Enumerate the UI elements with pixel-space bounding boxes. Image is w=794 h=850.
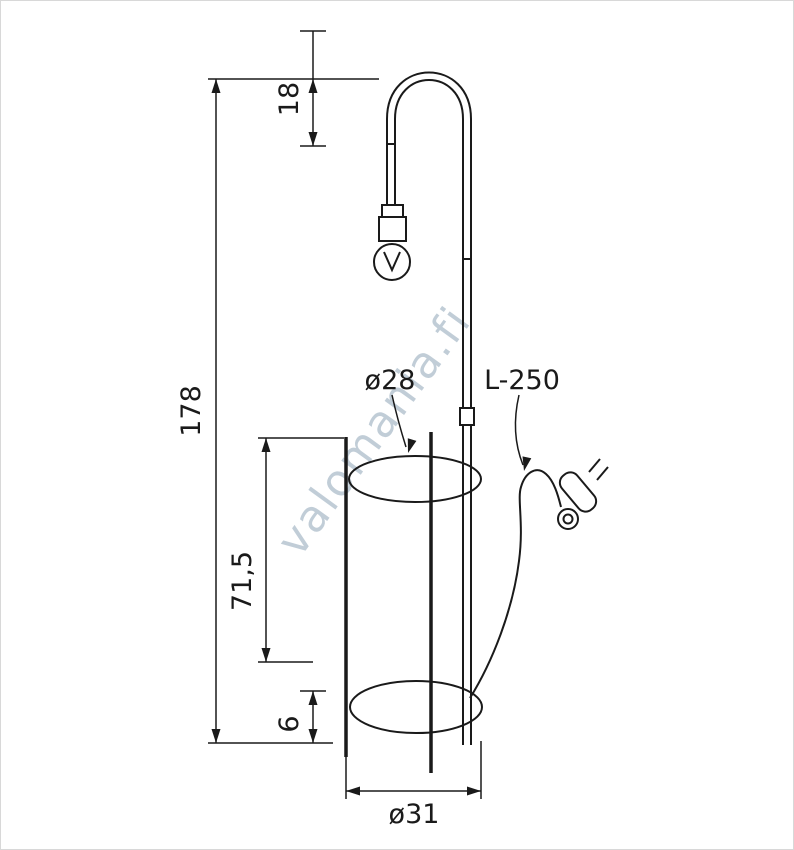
plug-prong-1: [588, 458, 601, 473]
dim-label-shade-diameter: ø28: [365, 365, 416, 396]
dim-label-total-height: 178: [176, 385, 207, 437]
dimension-arrowheads: [211, 79, 532, 796]
dim-label-floor-gap: 6: [274, 715, 305, 732]
shade-ring-top: [348, 455, 482, 503]
pole-switch: [459, 407, 475, 426]
dimension-lines: [208, 30, 524, 799]
cord-strain-relief-coil: [557, 508, 579, 530]
lamp-arc-outer-line: [386, 71, 472, 745]
dim-label-cable-length: L-250: [484, 365, 560, 396]
bulb-socket-body: [378, 216, 407, 242]
arrow-18-top: [308, 79, 318, 93]
arrow-71-top: [261, 438, 271, 452]
plug-body: [558, 471, 598, 513]
power-cord-assembly: [469, 458, 609, 699]
shade-ring-bottom: [349, 680, 483, 734]
bulb-filament: [383, 251, 401, 273]
bulb-socket-cap: [381, 204, 404, 218]
lamp-arc-inner-line: [394, 79, 464, 745]
bulb-glass: [373, 243, 411, 281]
lamp-body: [373, 71, 475, 745]
leader-cable-length: [514, 394, 524, 466]
arrow-71-bottom: [261, 648, 271, 662]
leader-shade-diameter: [391, 394, 407, 448]
arrow-31-left: [346, 786, 360, 796]
arrow-6-bottom: [308, 729, 318, 743]
dim-label-top-to-bulb: 18: [274, 82, 305, 116]
dim-label-base-diameter: ø31: [389, 799, 440, 830]
arrow-31-right: [467, 786, 481, 796]
arrow-178-top: [211, 79, 221, 93]
arrow-cable-length: [522, 456, 532, 471]
power-cord: [469, 469, 562, 699]
dim-label-shade-height: 71,5: [227, 551, 258, 611]
arrow-178-bottom: [211, 729, 221, 743]
arrow-18-bottom: [308, 132, 318, 146]
arrow-shade-diameter: [407, 438, 417, 453]
cord-coil-inner: [562, 513, 574, 525]
shade-frame: [344, 432, 483, 773]
plug-prong-2: [596, 466, 609, 481]
watermark-text: valomania.fi: [267, 297, 482, 565]
arrow-6-top: [308, 691, 318, 705]
